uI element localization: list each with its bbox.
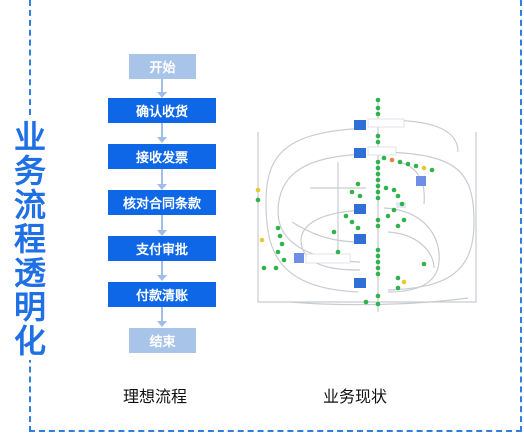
flow-arrow [157, 169, 167, 190]
side-title: 业 务 流 程 透 明 化 [10, 118, 50, 360]
activity-label-box [305, 253, 351, 264]
side-title-char: 流 [13, 186, 46, 224]
activity-box [354, 234, 366, 244]
flow-arrow [157, 123, 167, 143]
activity-box [354, 278, 366, 288]
flow-arrow [157, 79, 167, 98]
flow-step-node: 付款清账 [108, 282, 216, 307]
side-title-char: 程 [13, 220, 46, 258]
activity-box [416, 176, 426, 186]
flow-start-node: 开始 [129, 54, 196, 79]
activity-box [354, 148, 366, 158]
flow-step-node: 支付审批 [108, 236, 216, 261]
activity-box [354, 204, 366, 214]
activity-box [294, 253, 304, 263]
activity-box [354, 120, 366, 130]
flow-arrow [157, 307, 167, 327]
flow-arrow [157, 261, 167, 281]
process-nodes [255, 97, 435, 307]
flow-arrow [157, 215, 167, 236]
ideal-flowchart: 开始 确认收货 接收发票 核对合同条款 支付审批 付款清账 结束 [108, 0, 216, 436]
side-title-char: 透 [13, 254, 46, 292]
flow-step-node: 接收发票 [108, 144, 216, 169]
current-state-caption: 业务现状 [323, 387, 388, 406]
side-title-char: 化 [13, 322, 46, 360]
activity-label-box [367, 118, 405, 128]
process-edges [257, 100, 477, 312]
side-title-char: 业 [13, 118, 46, 156]
activity-label-box [367, 146, 397, 156]
flow-step-node: 核对合同条款 [108, 190, 216, 215]
side-title-char: 务 [13, 152, 46, 190]
current-process-graph [255, 97, 477, 312]
flow-step-node: 确认收货 [108, 98, 216, 123]
side-title-char: 明 [13, 288, 46, 326]
flow-end-node: 结束 [129, 328, 196, 353]
process-boxes [294, 118, 426, 288]
ideal-flow-caption: 理想流程 [123, 387, 188, 406]
